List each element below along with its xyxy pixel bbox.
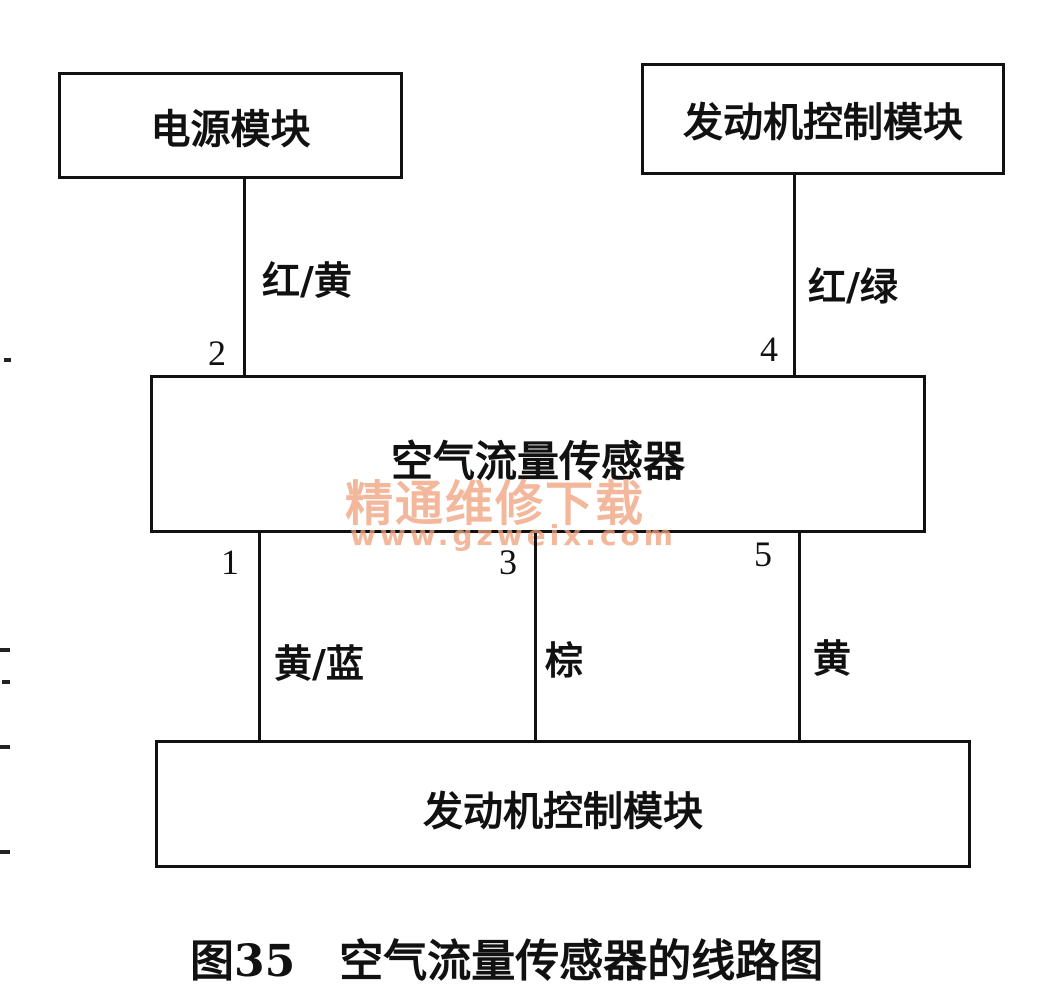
wire-pin4 [793,175,796,375]
ecm-top-box: 发动机控制模块 [641,63,1005,175]
wire-pin3 [534,533,537,744]
wire-pin2 [243,179,246,382]
edge-mark [0,745,10,749]
edge-mark [0,648,10,652]
pin-3-number: 3 [499,542,517,582]
wire-pin4-color: 红/绿 [808,264,898,309]
power-module-box: 电源模块 [58,72,403,179]
watermark-text: 精通维修下载 [345,476,646,532]
ecm-top-label: 发动机控制模块 [683,99,963,146]
wire-pin1-color: 黄/蓝 [274,641,364,686]
edge-mark [0,850,10,854]
power-module-label: 电源模块 [150,105,311,153]
pin-1-number: 1 [221,542,239,582]
ecm-bottom-box: 发动机控制模块 [155,740,971,868]
pin-5-number: 5 [754,534,772,574]
pin-2-number: 2 [208,333,226,373]
figure-caption: 图35 空气流量传感器的线路图 [190,936,824,987]
wire-pin5-color: 黄 [813,636,852,681]
wire-pin1 [258,533,261,744]
edge-mark [4,358,11,362]
wire-pin3-color: 棕 [545,638,584,683]
maf-sensor-label: 空气流量传感器 [390,436,685,486]
edge-mark [2,680,10,684]
ecm-bottom-label: 发动机控制模块 [423,788,703,835]
wire-pin2-color: 红/黄 [262,258,352,303]
wire-pin5 [798,533,801,740]
pin-4-number: 4 [760,329,778,369]
maf-sensor-box: 空气流量传感器 [150,375,926,533]
watermark-url: www.gzweix.com [350,519,677,552]
